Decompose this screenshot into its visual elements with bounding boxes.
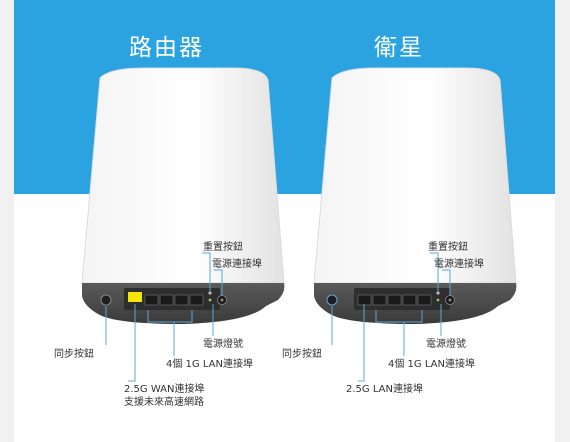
satellite-power-led	[436, 298, 440, 302]
satellite-reset-hole	[436, 291, 440, 295]
satellite-title: 衛星	[374, 35, 424, 61]
page-margin-left	[0, 0, 14, 442]
router-label-power-port: 電源連接埠	[212, 259, 262, 270]
router-sync-button	[100, 294, 112, 306]
router-lan-port-3	[174, 294, 189, 306]
router-label-lan-ports: 4個 1G LAN連接埠	[166, 359, 253, 370]
router-lan-port-4	[189, 294, 204, 306]
router-label-reset: 重置按鈕	[203, 242, 243, 253]
router-body	[81, 67, 285, 284]
satellite-label-power-port: 電源連接埠	[434, 259, 484, 270]
router-title: 路由器	[129, 35, 204, 61]
satellite-label-sync: 同步按鈕	[282, 349, 322, 360]
satellite-label-reset: 重置按鈕	[428, 242, 468, 253]
satellite-label-lan-25: 2.5G LAN連接埠	[346, 384, 423, 395]
satellite-label-lan-ports: 4個 1G LAN連接埠	[388, 359, 475, 370]
router-label-power-led: 電源燈號	[203, 339, 243, 350]
satellite-25g-port	[357, 294, 372, 306]
satellite-device	[313, 67, 517, 324]
router-label-wan-port: 2.5G WAN連接埠	[124, 384, 205, 395]
page-margin-right	[555, 0, 570, 442]
router-callout-lines	[105, 252, 223, 382]
router-lan-port-2	[159, 294, 174, 306]
satellite-callout-lines	[331, 252, 451, 382]
satellite-lan-port-1	[372, 294, 387, 306]
satellite-label-power-led: 電源燈號	[426, 339, 466, 350]
router-lan-port-1	[144, 294, 159, 306]
satellite-lan-port-3	[402, 294, 417, 306]
satellite-lan-port-2	[387, 294, 402, 306]
satellite-sync-button	[326, 294, 338, 306]
devices-illustration	[81, 67, 517, 382]
product-figure: 路由器 衛星	[14, 0, 555, 442]
satellite-body	[313, 67, 517, 284]
router-wan-port	[128, 292, 142, 302]
satellite-lan-port-4	[417, 294, 432, 306]
router-device	[81, 67, 285, 324]
router-label-sync: 同步按鈕	[54, 349, 94, 360]
router-power-led	[208, 298, 212, 302]
router-label-wan-note: 支援未來高速網路	[124, 397, 204, 408]
router-reset-hole	[208, 291, 212, 295]
